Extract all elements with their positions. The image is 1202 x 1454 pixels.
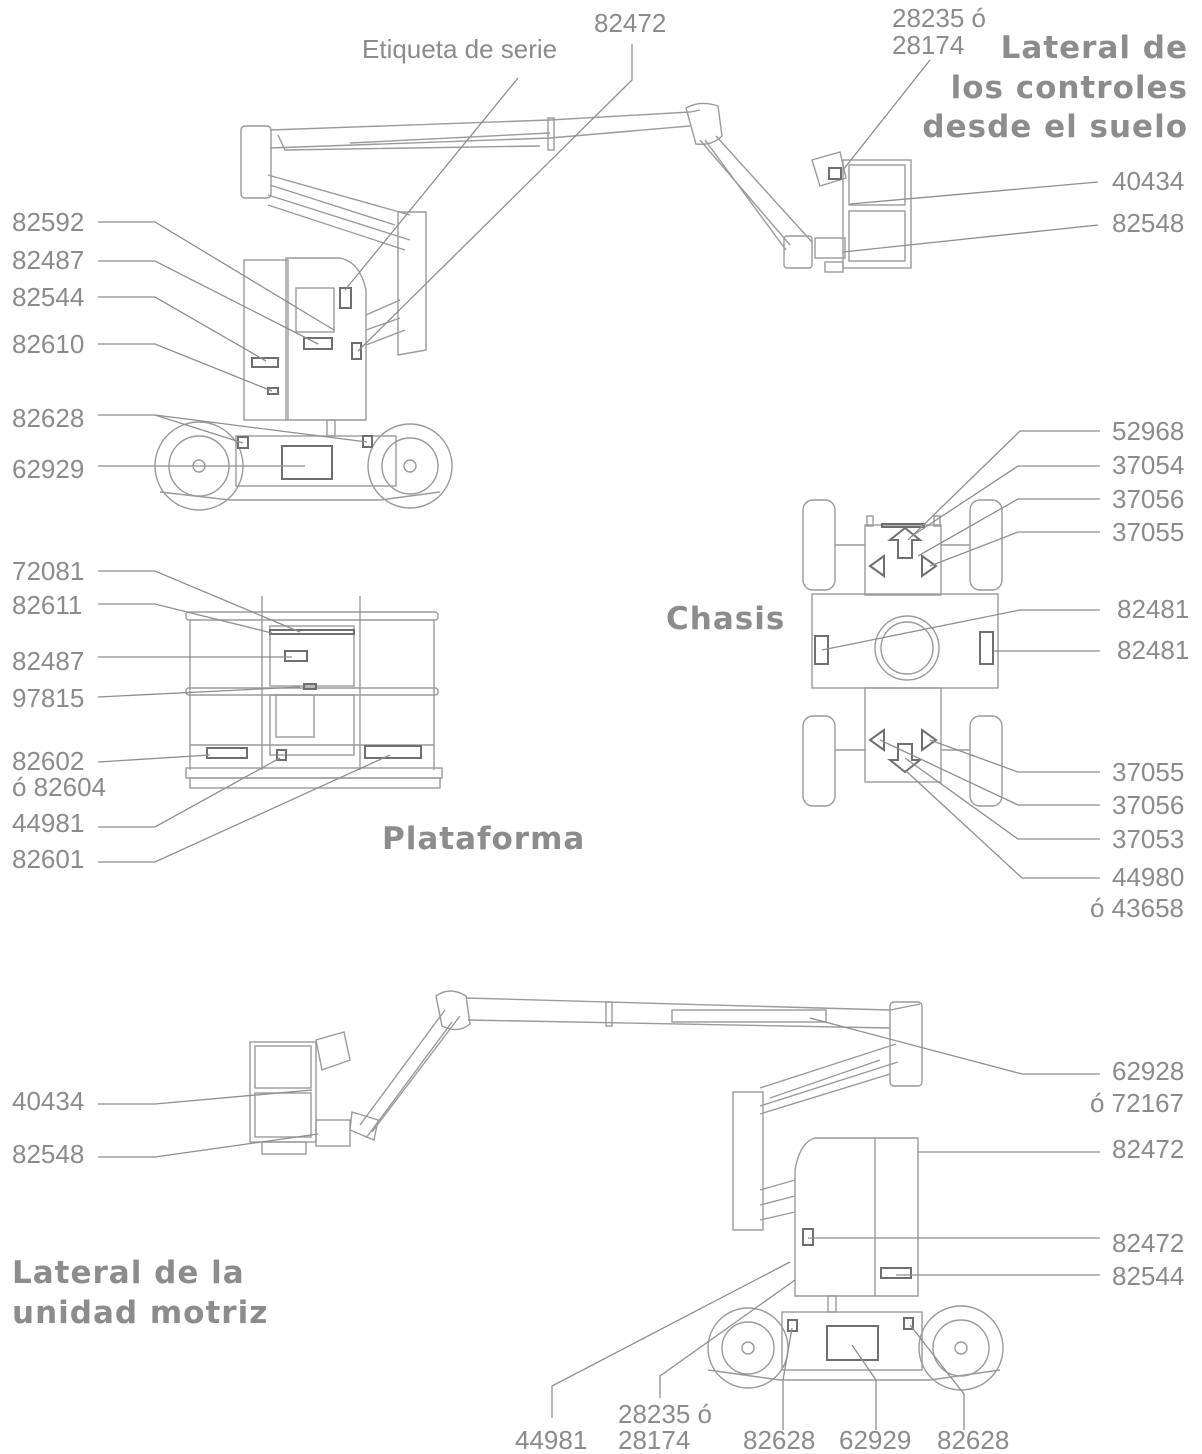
chassis-title: Chasis (666, 601, 785, 637)
ground-controls-side-view: Etiqueta de serie 82472 28235 ó 28174 82… (12, 3, 1188, 511)
decal-44981-bottom: 44981 (515, 1425, 587, 1454)
decal-37054: 37054 (1112, 450, 1184, 480)
decal-82592: 82592 (12, 207, 84, 237)
decal-82601: 82601 (12, 844, 84, 874)
decal-82544-top: 82544 (12, 282, 84, 312)
decal-37056-rear: 37056 (1112, 790, 1184, 820)
drive-side-title-line2: unidad motriz (12, 1295, 268, 1331)
decal-28174-bottom: 28174 (618, 1425, 690, 1454)
drive-side-title-line1: Lateral de la (12, 1255, 245, 1291)
decal-82487-platform: 82487 (12, 646, 84, 676)
ground-controls-title-line1: Lateral de (1001, 30, 1188, 66)
decal-62928: 62928 (1112, 1056, 1184, 1086)
decal-43658: ó 43658 (1090, 893, 1184, 923)
top-leaders (98, 44, 1099, 467)
decal-62929-top: 62929 (12, 454, 84, 484)
chassis-outline (802, 499, 1003, 807)
ground-controls-title-line3: desde el suelo (922, 109, 1188, 145)
decal-82472-top: 82472 (594, 8, 666, 38)
drive-side-view: 40434 82548 62928 ó 72167 82472 82472 82… (12, 990, 1184, 1454)
decal-37056-front: 37056 (1112, 484, 1184, 514)
platform-view: 72081 82611 82487 97815 82602 ó 82604 44… (12, 556, 585, 874)
serial-label-text: Etiqueta de serie (362, 34, 557, 64)
decal-82628-bottom-a: 82628 (743, 1425, 815, 1454)
top-platform (811, 151, 912, 273)
decal-82487-top: 82487 (12, 245, 84, 275)
decal-82628-top: 82628 (12, 403, 84, 433)
bottom-platform (249, 1031, 351, 1155)
bottom-decals (787, 1228, 914, 1361)
chassis-view: 52968 37054 37056 37055 82481 82481 3705… (666, 416, 1189, 923)
platform-leaders (97, 570, 391, 863)
decal-82548-top: 82548 (1112, 208, 1184, 238)
decal-52968: 52968 (1112, 416, 1184, 446)
decal-82548-bottom: 82548 (12, 1139, 84, 1169)
decal-82544-bottom: 82544 (1112, 1261, 1184, 1291)
boom (240, 102, 813, 269)
decal-82611: 82611 (12, 590, 82, 620)
decal-62929-bottom: 62929 (839, 1425, 911, 1454)
decal-44980: 44980 (1112, 862, 1184, 892)
chassis-leaders (821, 430, 1100, 879)
platform-title: Plataforma (382, 821, 585, 857)
decal-44981-platform: 44981 (12, 808, 84, 838)
decal-28174-top: 28174 (892, 30, 964, 60)
platform-decals (206, 629, 422, 761)
decal-37055-front: 37055 (1112, 517, 1184, 547)
decal-37055-rear: 37055 (1112, 757, 1184, 787)
decal-28235-top: 28235 ó (892, 3, 986, 33)
turntable (243, 211, 427, 437)
decal-72081: 72081 (12, 556, 84, 586)
decal-37053: 37053 (1112, 824, 1184, 854)
decal-82602: 82602 (12, 746, 84, 776)
decal-82472-bottom-b: 82472 (1112, 1228, 1184, 1258)
bottom-leaders (98, 1017, 1100, 1430)
decal-28235-bottom: 28235 ó (618, 1399, 712, 1429)
decal-40434-bottom: 40434 (12, 1086, 84, 1116)
bottom-turntable (732, 1091, 919, 1313)
decal-82481-left: 82481 (1117, 594, 1189, 624)
bottom-boom (349, 990, 923, 1141)
decal-82610: 82610 (12, 329, 84, 359)
bottom-chassis (707, 1305, 1004, 1391)
decal-72167: ó 72167 (1090, 1088, 1184, 1118)
ground-controls-title-line2: los controles (951, 70, 1188, 106)
platform-rails (185, 596, 443, 789)
decal-40434-top: 40434 (1112, 166, 1184, 196)
decal-82604: ó 82604 (12, 772, 106, 802)
decal-82628-bottom-b: 82628 (937, 1425, 1009, 1454)
decal-82481-right: 82481 (1117, 635, 1189, 665)
top-decals (237, 167, 842, 480)
decal-82472-bottom-a: 82472 (1112, 1134, 1184, 1164)
chassis-arrows (814, 523, 994, 774)
decal-97815: 97815 (12, 683, 84, 713)
